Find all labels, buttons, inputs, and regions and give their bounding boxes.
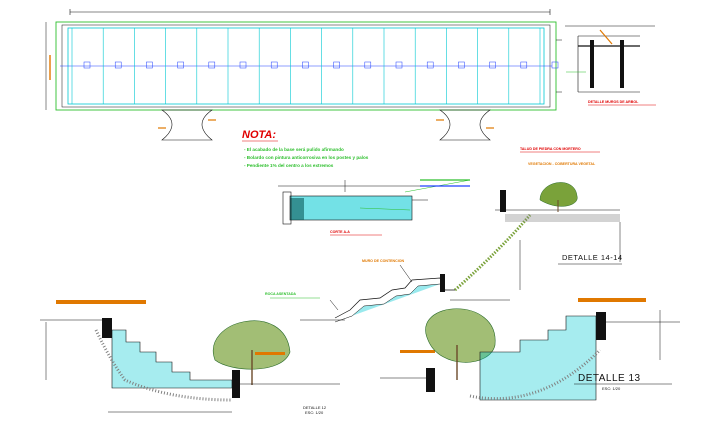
nota-title: NOTA: [242, 129, 276, 141]
plan-bolt-mark [364, 61, 372, 69]
nota-line-1: - El acabado de la base será pulido afir… [244, 147, 344, 152]
detail-12: DETALLE 12 ESC: 1/20 [40, 300, 340, 415]
plan-bolt-mark [114, 61, 122, 69]
right-top-note: TALUD DE PIEDRA CON MORTERO [520, 147, 581, 151]
detalle-14-label: DETALLE 14-14 [562, 253, 623, 262]
detalle-13-label: DETALLE 13 [578, 373, 641, 384]
plan-bolt-mark [208, 61, 216, 69]
plan-bolt-mark [458, 61, 465, 69]
section-a-a: CORTE A-A [278, 179, 471, 236]
plan-view [45, 9, 562, 141]
hillside-section: ROCA ASENTADA MURO DE CONTENCION [265, 214, 532, 323]
mid-annotation: MURO DE CONTENCION [362, 259, 405, 263]
nota-block: NOTA: - El acabado de la base será pulid… [242, 129, 369, 168]
plan-bolt-mark [83, 61, 91, 69]
plan-bolt-mark [551, 61, 559, 69]
plan-bolt-mark [520, 61, 528, 69]
plan-bolt-mark [239, 61, 247, 69]
plan-bolt-mark [395, 61, 403, 69]
nota-line-2: - Bolardo con pintura anticorrosiva en l… [244, 155, 369, 160]
plan-bolt-mark [177, 61, 184, 69]
detail-13: DETALLE 13 ESC: 1/20 [380, 298, 680, 401]
top-right-hillside: TALUD DE PIEDRA CON MORTERO VEGETACION -… [495, 147, 623, 290]
plan-bolt-mark [426, 61, 434, 69]
plan-bolt-mark [146, 61, 153, 69]
plan-bolt-mark [270, 61, 278, 69]
section-a-a-label: CORTE A-A [330, 230, 350, 234]
top-right-detail: DETALLE MUROS DE ARBOL [565, 25, 656, 106]
plan-bolt-mark [302, 61, 309, 69]
top-right-detail-label: DETALLE MUROS DE ARBOL [588, 100, 639, 104]
nota-line-3: - Pendiente 1% del centro a los extremos [244, 163, 334, 168]
plan-bolt-mark [489, 61, 496, 69]
detalle-12-label: DETALLE 12 [303, 405, 327, 410]
detalle-13-esc: ESC: 1/20 [602, 386, 621, 391]
plan-bolt-mark [333, 61, 340, 69]
right-vegetation-note: VEGETACION - COBERTURA VEGETAL [528, 162, 596, 166]
left-annotation: ROCA ASENTADA [265, 292, 296, 296]
detalle-12-esc: ESC: 1/20 [305, 410, 324, 415]
